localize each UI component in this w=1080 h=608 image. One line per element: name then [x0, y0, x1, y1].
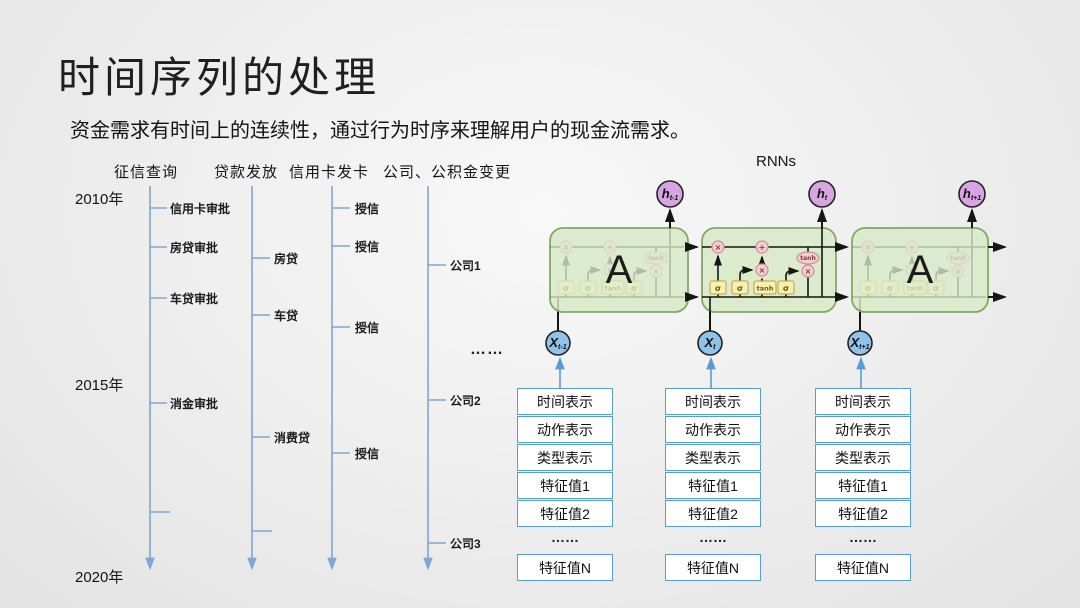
feature-box-type: 类型表示: [815, 444, 911, 471]
feature-box-featN: 特征值N: [815, 554, 911, 581]
feature-box-action: 动作表示: [665, 416, 761, 443]
year-label-2020: 2020年: [75, 569, 124, 586]
feature-box-feat1: 特征值1: [815, 472, 911, 499]
tick-label-card-approval: 信用卡审批: [170, 202, 231, 216]
x-label-current: Xt: [695, 335, 725, 353]
h-label-next: ht+1: [957, 186, 987, 204]
tick-label-mortgage-approval: 房贷审批: [170, 241, 219, 255]
feature-box-feat1: 特征值1: [517, 472, 613, 499]
tick-label-credit-line: 授信: [355, 240, 380, 254]
h-label-current: ht: [807, 186, 837, 204]
h-node-current: [808, 180, 836, 208]
x-base: X: [549, 335, 559, 350]
x-base: X: [704, 335, 714, 350]
h-nodes: [656, 180, 986, 208]
h-sub: t-1: [669, 195, 679, 202]
timeline-header-company: 公司、公积金变更: [383, 164, 512, 181]
feature-box-type: 类型表示: [665, 444, 761, 471]
hidden-output-arrows: [665, 208, 977, 228]
feature-box-time: 时间表示: [517, 388, 613, 415]
timeline-ticks: [150, 207, 446, 544]
state-arrows: [685, 242, 1007, 302]
feature-box-feat2: 特征值2: [665, 500, 761, 527]
timesteps-ellipsis: ……: [470, 341, 504, 358]
year-label-2010: 2010年: [75, 191, 124, 208]
tick-label-mortgage: 房贷: [274, 252, 299, 266]
feature-box-feat2: 特征值2: [517, 500, 613, 527]
x-node-next: [847, 330, 873, 356]
x-sub: t: [713, 344, 716, 351]
feature-box-feat1: 特征值1: [665, 472, 761, 499]
cell-letter-left: A: [605, 248, 633, 292]
slide-subtitle: 资金需求有时间上的连续性，通过行为时序来理解用户的现金流需求。: [70, 120, 690, 142]
feature-column-next: 时间表示 动作表示 类型表示 特征值1 特征值2 …… 特征值N: [815, 388, 911, 582]
feature-box-featN: 特征值N: [517, 554, 613, 581]
x-sub: t+1: [859, 344, 870, 351]
timeline-axes: [145, 186, 433, 571]
x-sub: t-1: [558, 344, 567, 351]
feature-box-featN: 特征值N: [665, 554, 761, 581]
x-node-prev: [545, 330, 571, 356]
h-base: h: [962, 186, 971, 201]
timeline-header-cards: 信用卡发卡: [289, 164, 370, 181]
feature-box-feat2: 特征值2: [815, 500, 911, 527]
feature-box-time: 时间表示: [665, 388, 761, 415]
h-base: h: [816, 186, 825, 201]
feature-column-current: 时间表示 动作表示 类型表示 特征值1 特征值2 …… 特征值N: [665, 388, 761, 582]
h-base: h: [661, 186, 670, 201]
timeline-header-loans: 贷款发放: [214, 164, 279, 181]
tick-label-car-loan: 车贷: [274, 309, 299, 323]
cell-letter-right: A: [906, 248, 934, 292]
lstm-cells: [549, 227, 989, 313]
x-base: X: [850, 335, 860, 350]
feature-box-type: 类型表示: [517, 444, 613, 471]
x-nodes: [545, 330, 873, 356]
tick-label-credit-line: 授信: [355, 321, 380, 335]
h-node-next: [958, 180, 986, 208]
tick-label-consumer-loan: 消费贷: [274, 431, 311, 445]
timeline-header-credit: 征信查询: [114, 164, 179, 181]
rnn-section-title: RNNs: [756, 153, 796, 170]
feature-input-arrows: [555, 356, 866, 388]
h-sub: t+1: [970, 195, 982, 202]
tick-label-company1: 公司1: [450, 259, 481, 273]
feature-ellipsis: ……: [551, 529, 579, 545]
tick-label-company2: 公司2: [450, 394, 481, 408]
feature-column-prev: 时间表示 动作表示 类型表示 特征值1 特征值2 …… 特征值N: [517, 388, 613, 582]
lstm-cell-middle: [701, 227, 837, 313]
h-sub: t: [824, 195, 828, 202]
feature-ellipsis: ……: [699, 529, 727, 545]
tick-label-credit-line: 授信: [355, 202, 380, 216]
x-label-prev: Xt-1: [543, 335, 573, 353]
feature-ellipsis: ……: [849, 529, 877, 545]
tick-label-consumer-approval: 消金审批: [170, 397, 219, 411]
x-node-current: [697, 330, 723, 356]
feature-box-action: 动作表示: [815, 416, 911, 443]
page-title: 时间序列的处理: [58, 54, 381, 101]
tick-label-company3: 公司3: [450, 537, 481, 551]
tick-label-car-loan-approval: 车贷审批: [170, 292, 219, 306]
x-label-next: Xt+1: [845, 335, 875, 353]
input-lines: [557, 312, 861, 331]
feature-box-action: 动作表示: [517, 416, 613, 443]
tick-label-credit-line: 授信: [355, 447, 380, 461]
feature-box-time: 时间表示: [815, 388, 911, 415]
year-label-2015: 2015年: [75, 377, 124, 394]
h-label-prev: ht-1: [655, 186, 685, 204]
h-node-prev: [656, 180, 684, 208]
